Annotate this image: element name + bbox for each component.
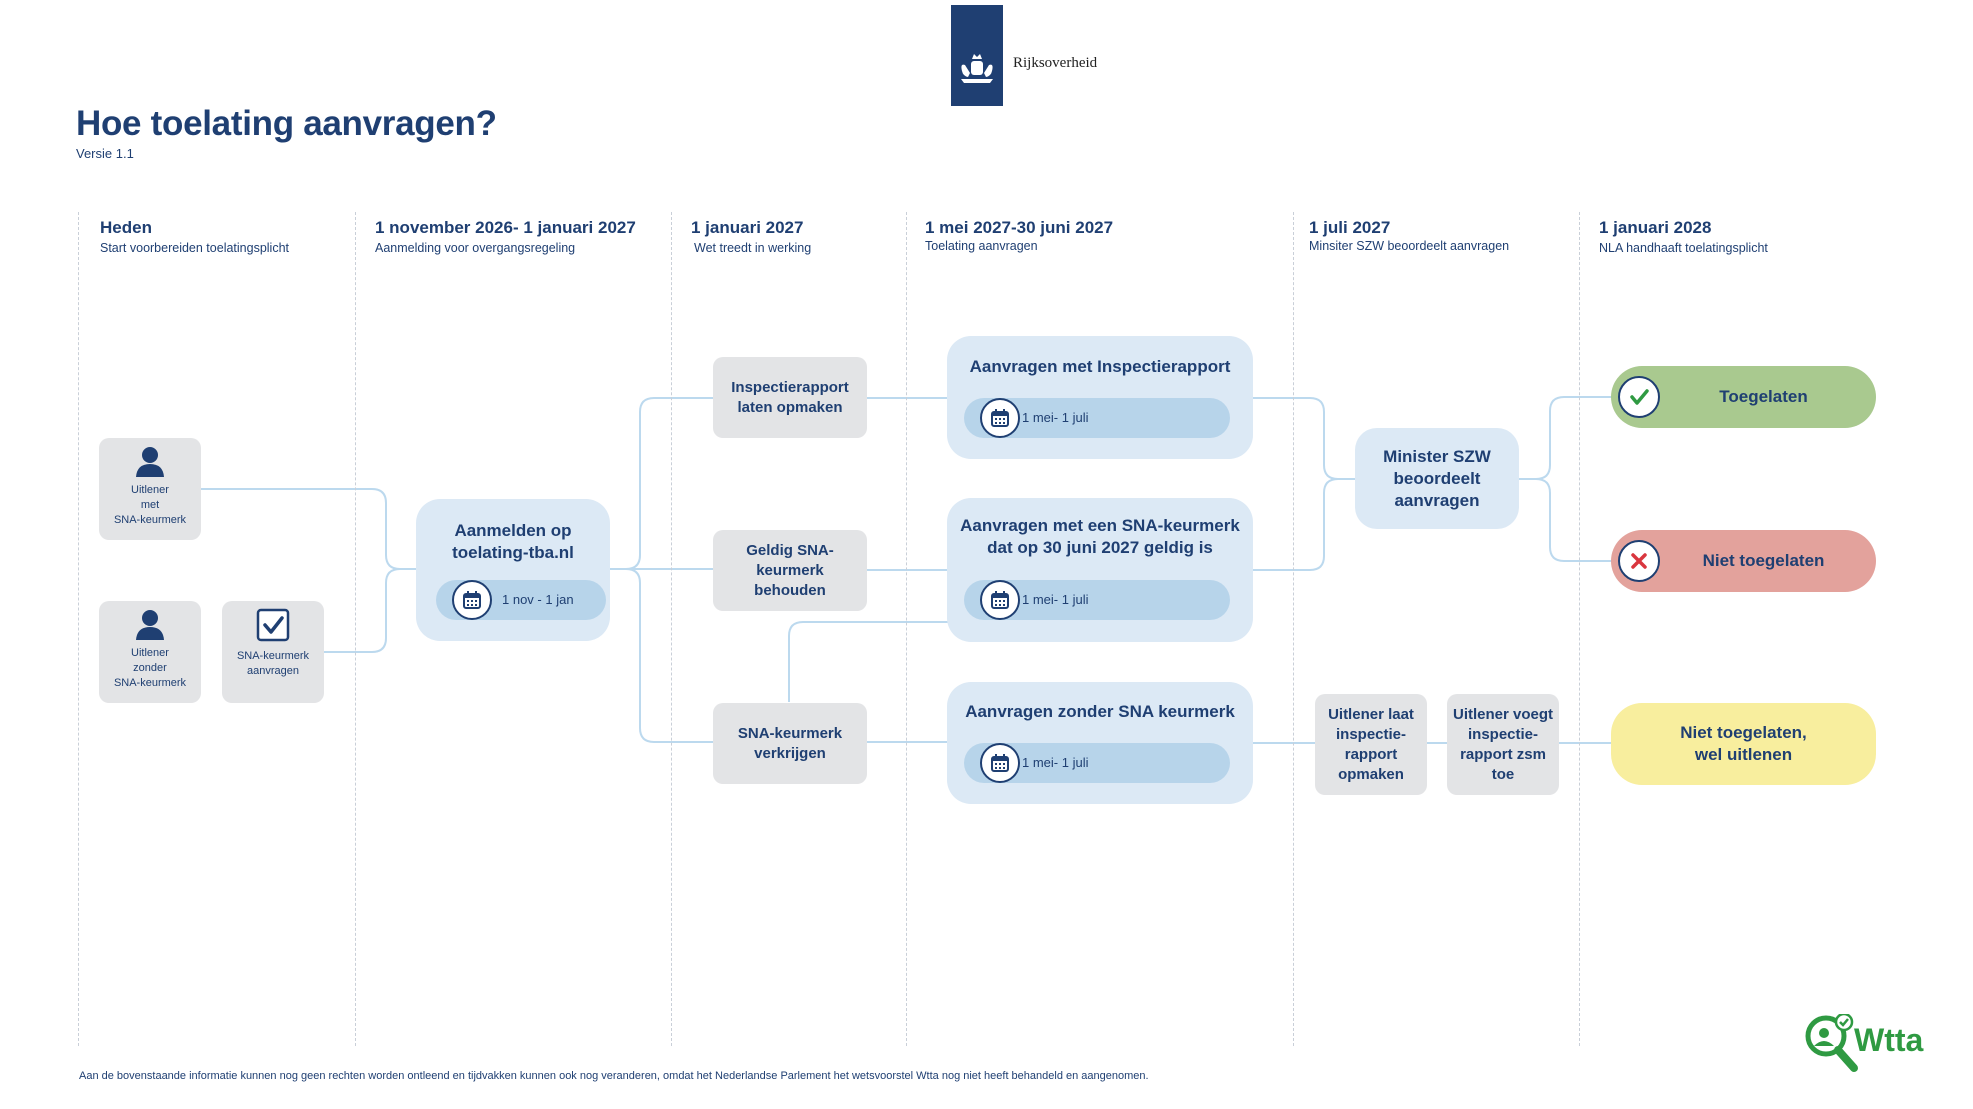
column-subtitle: NLA handhaaft toelatingsplicht <box>1599 241 1768 255</box>
column-divider <box>1579 212 1580 1046</box>
column-subtitle: Start voorbereiden toelatingsplicht <box>100 241 290 255</box>
inspectierapport-step: Inspectierapport laten opmaken <box>713 357 867 438</box>
step-label: SNA-keurmerk verkrijgen <box>737 724 843 762</box>
check-icon <box>1618 376 1660 418</box>
column-header-aanvragen: 1 mei 2027-30 juni 2027 Toelating aanvra… <box>925 218 1113 253</box>
result-label: Toegelaten <box>1719 387 1808 406</box>
toegelaten-result: Toegelaten <box>1611 366 1876 428</box>
rijksoverheid-logo <box>951 5 1003 106</box>
period-pill: 1 mei- 1 juli <box>964 743 1230 783</box>
step-label: Geldig SNA-keurmerk behouden <box>746 541 834 599</box>
result-label: Niet toegelaten, wel uitlenen <box>1680 723 1807 764</box>
column-divider <box>78 212 79 1046</box>
wtta-wordmark: Wtta <box>1854 1022 1924 1058</box>
card-line: met <box>140 499 160 511</box>
geldig-keurmerk-step: Geldig SNA-keurmerk behouden <box>713 530 867 611</box>
column-subtitle: Minsiter SZW beoordeelt aanvragen <box>1309 239 1510 253</box>
column-divider <box>355 212 356 1046</box>
column-header-heden: Heden Start voorbereiden toelatingsplich… <box>100 218 289 255</box>
column-divider <box>671 212 672 1046</box>
result-label: Niet toegelaten <box>1702 551 1825 570</box>
checkbox-icon <box>256 608 290 642</box>
card-title: Aanvragen zonder SNA keurmerk <box>965 702 1235 721</box>
period-pill: 1 mei- 1 juli <box>964 398 1230 438</box>
person-icon <box>136 447 164 477</box>
period-text: 1 mei- 1 juli <box>1022 755 1089 770</box>
aanvragen-zonder-sna-card: Aanvragen zonder SNA keurmerk 1 mei- 1 j… <box>947 682 1253 804</box>
version-label: Versie 1.1 <box>76 146 134 161</box>
card-line: SNA-keurmerk <box>113 677 187 689</box>
column-header-beoordeling: 1 juli 2027 Minsiter SZW beoordeelt aanv… <box>1309 218 1509 253</box>
card-line: SNA-keurmerk <box>113 514 187 526</box>
calendar-icon <box>980 743 1020 783</box>
column-date: 1 november 2026- 1 januari 2027 <box>375 218 636 237</box>
card-line: Uitlener <box>131 484 169 496</box>
column-header-wet: 1 januari 2027 Wet treedt in werking <box>691 218 811 255</box>
column-subtitle: Aanmelding voor overgangsregeling <box>375 241 576 255</box>
column-date: 1 juli 2027 <box>1309 218 1391 237</box>
laat-inspectierapport-opmaken-step: Uitlener laat inspectie-rapport opmaken <box>1315 694 1427 795</box>
card-line: SNA-keurmerk <box>236 650 310 662</box>
card-line: aanvragen <box>247 665 299 677</box>
card-line: zonder <box>133 662 167 674</box>
keurmerk-verkrijgen-step: SNA-keurmerk verkrijgen <box>713 703 867 784</box>
step-label: Uitlener laat inspectie-rapport opmaken <box>1328 705 1414 783</box>
column-subtitle: Wet treedt in werking <box>694 241 812 255</box>
calendar-icon <box>452 580 492 620</box>
period-pill: 1 mei- 1 juli <box>964 580 1230 620</box>
column-date: 1 januari 2027 <box>691 218 804 237</box>
aanvragen-inspectierapport-card: Aanvragen met Inspectierapport 1 mei- 1 … <box>947 336 1253 459</box>
card-title: Aanmelden op toelating-tba.nl <box>452 521 574 562</box>
step-label: Minister SZW beoordeelt aanvragen <box>1383 446 1491 510</box>
aanmelden-card: Aanmelden op toelating-tba.nl 1 nov - 1 … <box>416 499 610 641</box>
wtta-logo-icon <box>1805 1014 1858 1072</box>
column-header-handhaving: 1 januari 2028 NLA handhaaft toelatingsp… <box>1599 218 1768 255</box>
coat-of-arms-icon <box>961 54 993 83</box>
column-divider <box>906 212 907 1046</box>
page-title: Hoe toelating aanvragen? <box>76 104 497 143</box>
column-divider <box>1293 212 1294 1046</box>
minister-szw-step: Minister SZW beoordeelt aanvragen <box>1355 428 1519 529</box>
column-subtitle: Toelating aanvragen <box>925 239 1038 253</box>
step-label: Uitlener voegt inspectie-rapport zsm toe <box>1452 705 1554 783</box>
uitlener-zonder-sna-card: Uitlener zonder SNA-keurmerk <box>99 601 201 703</box>
column-header-aanmelding: 1 november 2026- 1 januari 2027 Aanmeldi… <box>375 218 636 255</box>
period-text: 1 mei- 1 juli <box>1022 410 1089 425</box>
column-date: Heden <box>100 218 152 237</box>
uitlener-met-sna-card: Uitlener met SNA-keurmerk <box>99 438 201 540</box>
logo-wordmark: Rijksoverheid <box>1013 55 1098 71</box>
step-label: Inspectierapport laten opmaken <box>731 378 849 416</box>
cross-icon <box>1618 540 1660 582</box>
disclaimer-text: Aan de bovenstaande informatie kunnen no… <box>79 1070 1149 1082</box>
card-title: Aanvragen met een SNA-keurmerk dat op 30… <box>960 516 1240 557</box>
period-text: 1 nov - 1 jan <box>502 592 574 607</box>
period-pill: 1 nov - 1 jan <box>436 580 606 620</box>
card-title: Aanvragen met Inspectierapport <box>969 357 1231 376</box>
aanvragen-sna-keurmerk-card: Aanvragen met een SNA-keurmerk dat op 30… <box>947 498 1253 642</box>
person-icon <box>136 610 164 640</box>
sna-keurmerk-aanvragen-card: SNA-keurmerk aanvragen <box>222 601 324 703</box>
column-date: 1 mei 2027-30 juni 2027 <box>925 218 1114 237</box>
card-line: Uitlener <box>131 647 169 659</box>
voegt-inspectierapport-toe-step: Uitlener voegt inspectie-rapport zsm toe <box>1447 694 1559 795</box>
calendar-icon <box>980 580 1020 620</box>
niet-toegelaten-wel-uitlenen-result: Niet toegelaten, wel uitlenen <box>1611 703 1876 785</box>
calendar-icon <box>980 398 1020 438</box>
period-text: 1 mei- 1 juli <box>1022 592 1089 607</box>
niet-toegelaten-result: Niet toegelaten <box>1611 530 1876 592</box>
column-date: 1 januari 2028 <box>1599 218 1712 237</box>
